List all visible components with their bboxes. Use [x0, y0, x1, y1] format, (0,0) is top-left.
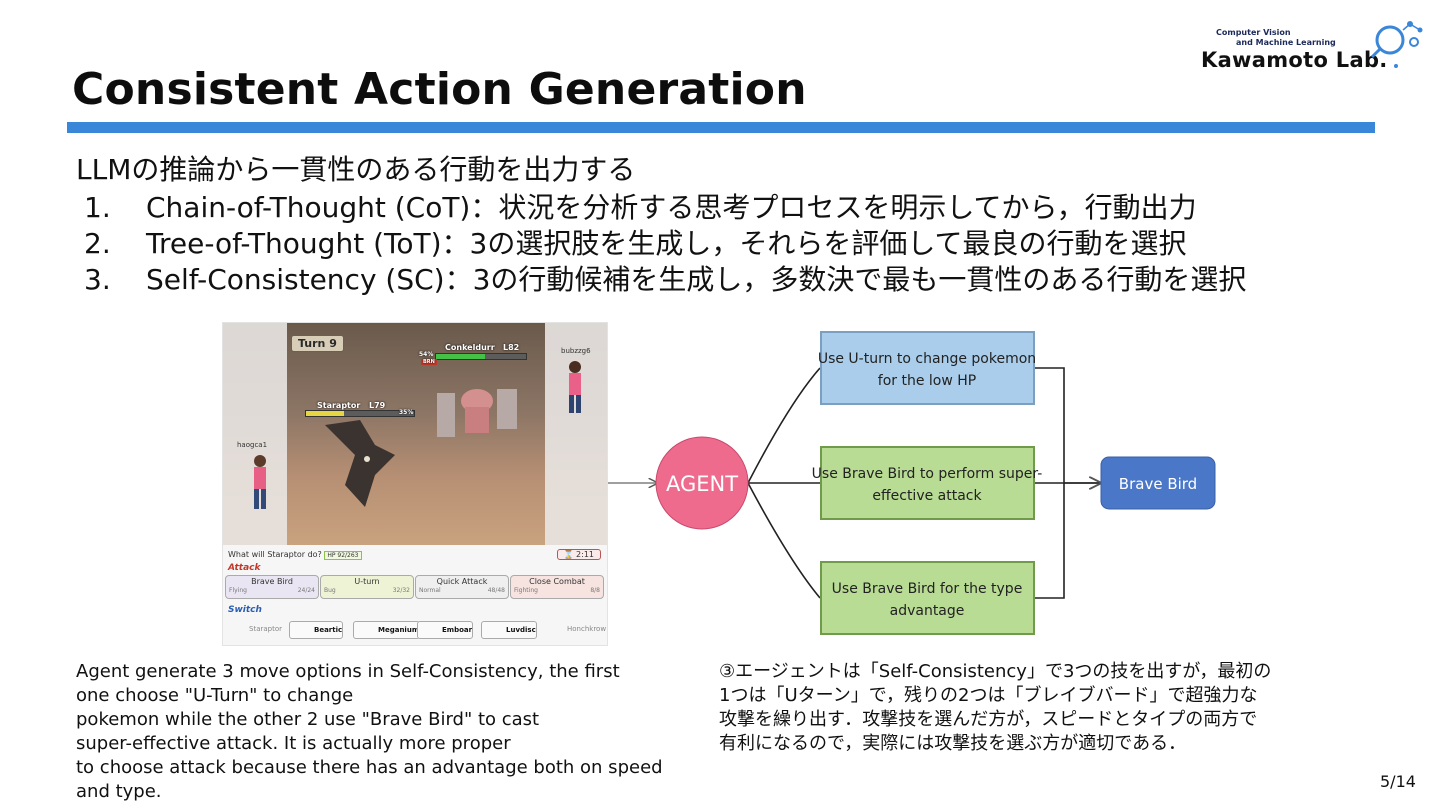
lab-logo: Computer Vision and Machine Learning Kaw… [1196, 16, 1426, 78]
opponent-side-panel [545, 323, 607, 545]
player-trainer-name: haogca1 [237, 441, 268, 449]
option-3-line1: Use Brave Bird for the type [832, 581, 1023, 597]
battle-screenshot: Turn 9 Conkeldurr L82 54% BRN Staraptor … [222, 322, 608, 646]
player-hp-fill [306, 411, 344, 416]
result-box [1100, 456, 1216, 510]
move-type: Flying [229, 587, 247, 594]
self-consistency-diagram: AGENT Use U-turn to change pokemon for t… [608, 331, 1216, 635]
status-badge: BRN [421, 359, 437, 365]
player-hp-text: 35% [399, 409, 414, 416]
opponent-trainer-name: bubzzg6 [561, 347, 591, 355]
logo-line2: and Machine Learning [1236, 38, 1336, 47]
player-mon-level: L79 [369, 401, 386, 410]
magnifier-icon [1370, 21, 1423, 68]
opponent-mon-level: L82 [503, 343, 520, 352]
option-2-line2: effective attack [872, 488, 982, 504]
player-trainer-sprite [254, 455, 266, 509]
option-1-line1: Use U-turn to change pokemon [818, 351, 1036, 367]
move-name: U-turn [354, 577, 380, 586]
prompt-text: What will Staraptor do? [228, 550, 322, 559]
branch-line-1 [747, 367, 821, 484]
option-2-line1: Use Brave Bird to perform super- [812, 466, 1043, 482]
method-text: Chain-of-Thought (CoT)：状況を分析する思考プロセスを明示し… [146, 191, 1197, 224]
move-pp: 48/48 [487, 587, 505, 594]
switch-button-luvdisc[interactable]: Luvdisc [481, 621, 537, 639]
agent-node [655, 436, 749, 530]
page-number: 5/14 [1380, 772, 1416, 791]
caption-line: Agent generate 3 move options in Self-Co… [76, 661, 620, 682]
switch-button-emboar[interactable]: Emboar [417, 621, 474, 639]
intro-text: LLMの推論から一貫性のある行動を出力する [76, 153, 636, 186]
caption-japanese: ③エージェントは「Self-Consistency」で3つの技を出すが，最初の … [719, 660, 1271, 756]
staraptor-sprite [325, 420, 395, 507]
move-type: Bug [324, 587, 336, 594]
option-box-2 [820, 446, 1035, 520]
title-underline [67, 122, 1375, 133]
method-text: Self-Consistency (SC)：3の行動候補を生成し，多数決で最も一… [146, 263, 1247, 296]
method-text: Tree-of-Thought (ToT)：3の選択肢を生成し，それらを評価して… [146, 227, 1187, 260]
method-item: 2. Tree-of-Thought (ToT)：3の選択肢を生成し，それらを評価… [84, 226, 1246, 262]
method-number: 3. [84, 263, 111, 296]
method-item: 3. Self-Consistency (SC)：3の行動候補を生成し，多数決で最… [84, 262, 1246, 298]
option-box-3 [820, 561, 1035, 635]
move-name: Close Combat [529, 577, 585, 586]
switch-button-meganium[interactable]: Meganium [353, 621, 421, 639]
opponent-mon-name: Conkeldurr [445, 343, 495, 352]
move-type: Normal [419, 587, 441, 594]
move-button-brave-bird[interactable]: Brave Bird Flying 24/24 [225, 575, 319, 599]
timer-button[interactable]: ⌛ 2:11 [556, 549, 601, 560]
caption-line: 有利になるので，実際には攻撃技を選ぶ方が適切である． [719, 733, 1187, 754]
slide-title: Consistent Action Generation [72, 64, 807, 115]
caption-line: 攻撃を繰り出す．攻撃技を選んだ方が，スピードとタイプの両方で [719, 709, 1258, 730]
option-3-line2: advantage [890, 603, 965, 619]
timer-value: 2:11 [576, 550, 594, 559]
opponent-hp-fill [436, 354, 485, 359]
caption-line: to choose attack because there has an ad… [76, 757, 663, 778]
option-1-line2: for the low HP [878, 373, 976, 389]
battle-prompt: What will Staraptor do? HP 92/263 [228, 550, 362, 560]
switch-section-label: Switch [228, 605, 262, 615]
move-button-u-turn[interactable]: U-turn Bug 32/32 [320, 575, 414, 599]
opponent-hp-text: 54% [419, 351, 434, 358]
caption-line: super-effective attack. It is actually m… [76, 733, 511, 754]
player-hp-bar [305, 410, 415, 417]
caption-english: Agent generate 3 move options in Self-Co… [76, 660, 716, 804]
player-side-panel [223, 323, 287, 545]
move-pp: 32/32 [392, 587, 410, 594]
caption-line: 1つは「Uターン」で，残りの2つは「ブレイブバード」で超強力な [719, 685, 1258, 706]
option-box-1 [820, 331, 1035, 405]
attack-section-label: Attack [228, 563, 261, 573]
opponent-hp-bar [435, 353, 527, 360]
caption-line: and type. [76, 781, 162, 802]
player-mon-name: Staraptor [317, 401, 361, 410]
move-name: Brave Bird [251, 577, 293, 586]
opponent-trainer-sprite [569, 361, 581, 413]
agent-label: AGENT [666, 472, 738, 496]
methods-list: 1. Chain-of-Thought (CoT)：状況を分析する思考プロセスを明… [84, 190, 1246, 298]
switch-button-honchkrow: Honchkrow [567, 625, 607, 633]
caption-line: one choose "U-Turn" to change [76, 685, 354, 706]
switch-button-staraptor: Staraptor [249, 625, 282, 633]
move-button-quick-attack[interactable]: Quick Attack Normal 48/48 [415, 575, 509, 599]
switch-button-beartic[interactable]: Beartic [289, 621, 344, 639]
branch-line-3 [747, 482, 821, 599]
logo-line1: Computer Vision [1216, 28, 1291, 37]
method-item: 1. Chain-of-Thought (CoT)：状況を分析する思考プロセスを明… [84, 190, 1246, 226]
battle-arena: Turn 9 Conkeldurr L82 54% BRN Staraptor … [223, 323, 607, 545]
move-pp: 24/24 [297, 587, 315, 594]
turn-indicator: Turn 9 [291, 335, 344, 352]
method-number: 2. [84, 227, 111, 260]
move-type: Fighting [514, 587, 538, 594]
method-number: 1. [84, 191, 111, 224]
caption-line: ③エージェントは「Self-Consistency」で3つの技を出すが，最初の [719, 661, 1272, 682]
result-label: Brave Bird [1119, 475, 1197, 493]
move-button-close-combat[interactable]: Close Combat Fighting 8/8 [510, 575, 604, 599]
move-pp: 8/8 [590, 587, 600, 594]
logo-name: Kawamoto Lab. [1201, 48, 1388, 72]
caption-line: pokemon while the other 2 use "Brave Bir… [76, 709, 540, 730]
hp-tag: HP 92/263 [324, 551, 362, 560]
move-name: Quick Attack [436, 577, 488, 586]
conkeldurr-sprite [437, 389, 517, 437]
